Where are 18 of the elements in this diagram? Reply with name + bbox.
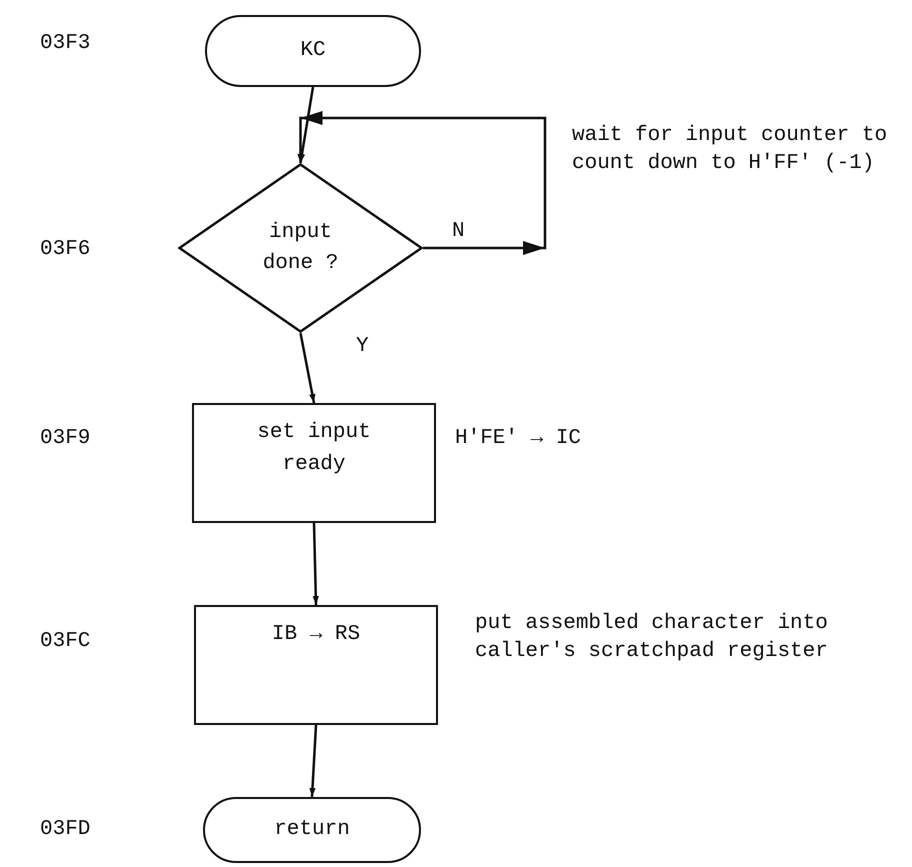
annotation-text: H'FE' → IC xyxy=(455,426,582,452)
node-text: IB → RS xyxy=(270,622,362,648)
node-text: KC xyxy=(300,38,326,64)
address-label: 03F3 xyxy=(40,31,92,57)
address-label: 03F9 xyxy=(40,426,92,452)
address-label: 03F6 xyxy=(40,237,92,263)
annotation-text: wait for input counter to count down to H'FF' (-1) xyxy=(572,123,888,178)
end-terminal xyxy=(203,797,421,863)
start-terminal xyxy=(205,15,421,87)
process-box xyxy=(194,605,438,725)
annotation-text: put assembled character into caller's scratchpad register xyxy=(475,611,829,666)
node-text: return xyxy=(274,817,350,844)
address-label: 03FC xyxy=(40,629,92,655)
address-label: 03FD xyxy=(40,817,92,843)
node-text: set input ready xyxy=(256,420,372,478)
process-box xyxy=(192,403,436,523)
node-text: input done ? xyxy=(262,220,340,277)
decision-diamond xyxy=(178,163,423,333)
